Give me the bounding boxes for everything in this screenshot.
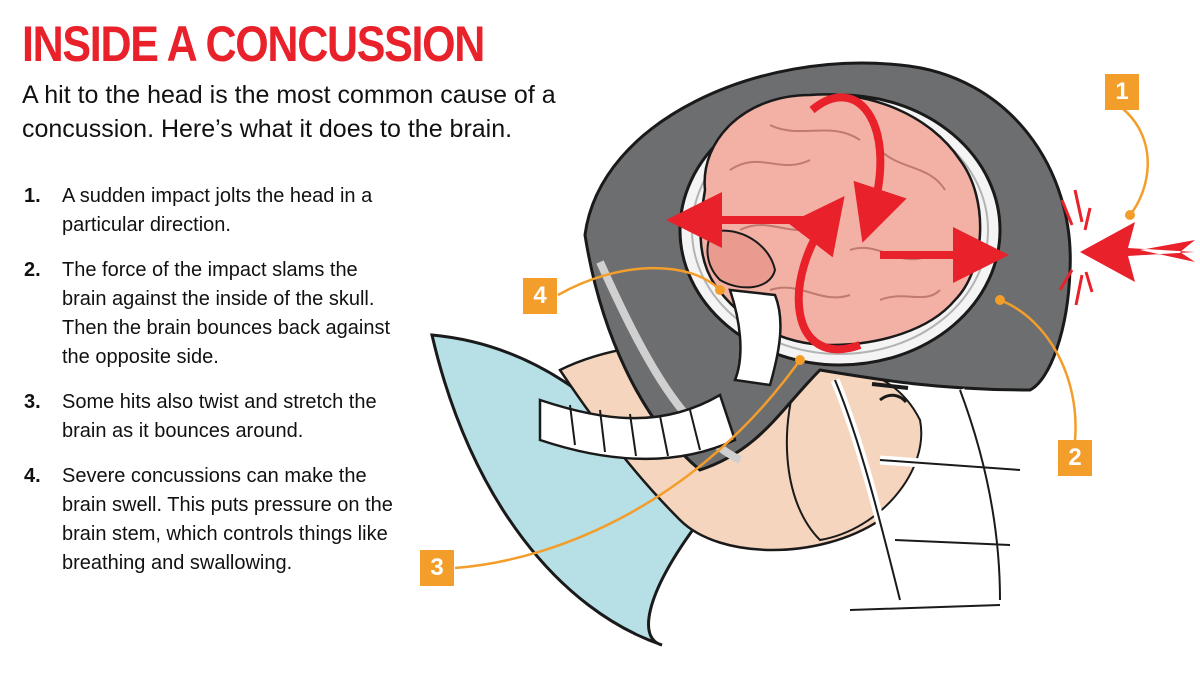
helmet-shell bbox=[583, 61, 1072, 472]
callout-4-dot bbox=[715, 285, 725, 295]
callout-2: 2 bbox=[1058, 440, 1092, 476]
spine bbox=[538, 393, 737, 461]
arrow-twist-up bbox=[788, 195, 862, 354]
step-number: 3. bbox=[24, 391, 41, 413]
callout-1-leader bbox=[1121, 107, 1149, 216]
facemask bbox=[830, 378, 1021, 615]
callout-2-leader bbox=[999, 298, 1077, 441]
page-title: INSIDE A CONCUSSION bbox=[22, 16, 485, 72]
step-1: 1. A sudden impact jolts the head in a p… bbox=[24, 182, 394, 240]
skull-inner bbox=[691, 105, 989, 355]
callout-1: 1 bbox=[1105, 74, 1139, 110]
cerebellum bbox=[706, 229, 777, 289]
face-skin bbox=[785, 366, 923, 542]
steps-list: 1. A sudden impact jolts the head in a p… bbox=[24, 182, 394, 594]
callout-4: 4 bbox=[523, 278, 557, 314]
step-text: Severe concussions can make the brain sw… bbox=[62, 465, 393, 574]
jersey-shape bbox=[430, 333, 702, 647]
impact-arrow bbox=[1080, 222, 1195, 282]
eye bbox=[879, 393, 908, 404]
callout-2-dot bbox=[995, 295, 1005, 305]
eyebrow bbox=[871, 382, 909, 390]
step-number: 1. bbox=[24, 185, 41, 207]
step-2: 2. The force of the impact slams the bra… bbox=[24, 256, 394, 372]
callout-4-leader bbox=[557, 266, 721, 297]
neck-skin bbox=[558, 339, 882, 552]
step-text: A sudden impact jolts the head in a part… bbox=[62, 185, 373, 236]
intro-text: A hit to the head is the most common cau… bbox=[22, 81, 556, 143]
callout-3-leader bbox=[454, 359, 802, 570]
arrow-twist-down bbox=[809, 93, 907, 243]
step-3: 3. Some hits also twist and stretch the … bbox=[24, 388, 394, 446]
skull-window bbox=[678, 93, 1002, 367]
callout-3: 3 bbox=[420, 550, 454, 586]
brain-stem bbox=[728, 288, 782, 387]
step-text: The force of the impact slams the brain … bbox=[62, 259, 390, 368]
step-text: Some hits also twist and stretch the bra… bbox=[62, 391, 377, 442]
step-number: 4. bbox=[24, 465, 41, 487]
step-number: 2. bbox=[24, 259, 41, 281]
brain-folds bbox=[729, 124, 946, 301]
impact-burst bbox=[1058, 189, 1094, 306]
callout-3-dot bbox=[795, 355, 805, 365]
step-4: 4. Severe concussions can make the brain… bbox=[24, 462, 394, 578]
spine-segments bbox=[569, 404, 701, 457]
callout-1-dot bbox=[1125, 210, 1135, 220]
brain bbox=[699, 93, 982, 347]
facemask-outline bbox=[834, 379, 1021, 611]
helmet-stripe bbox=[596, 260, 742, 464]
